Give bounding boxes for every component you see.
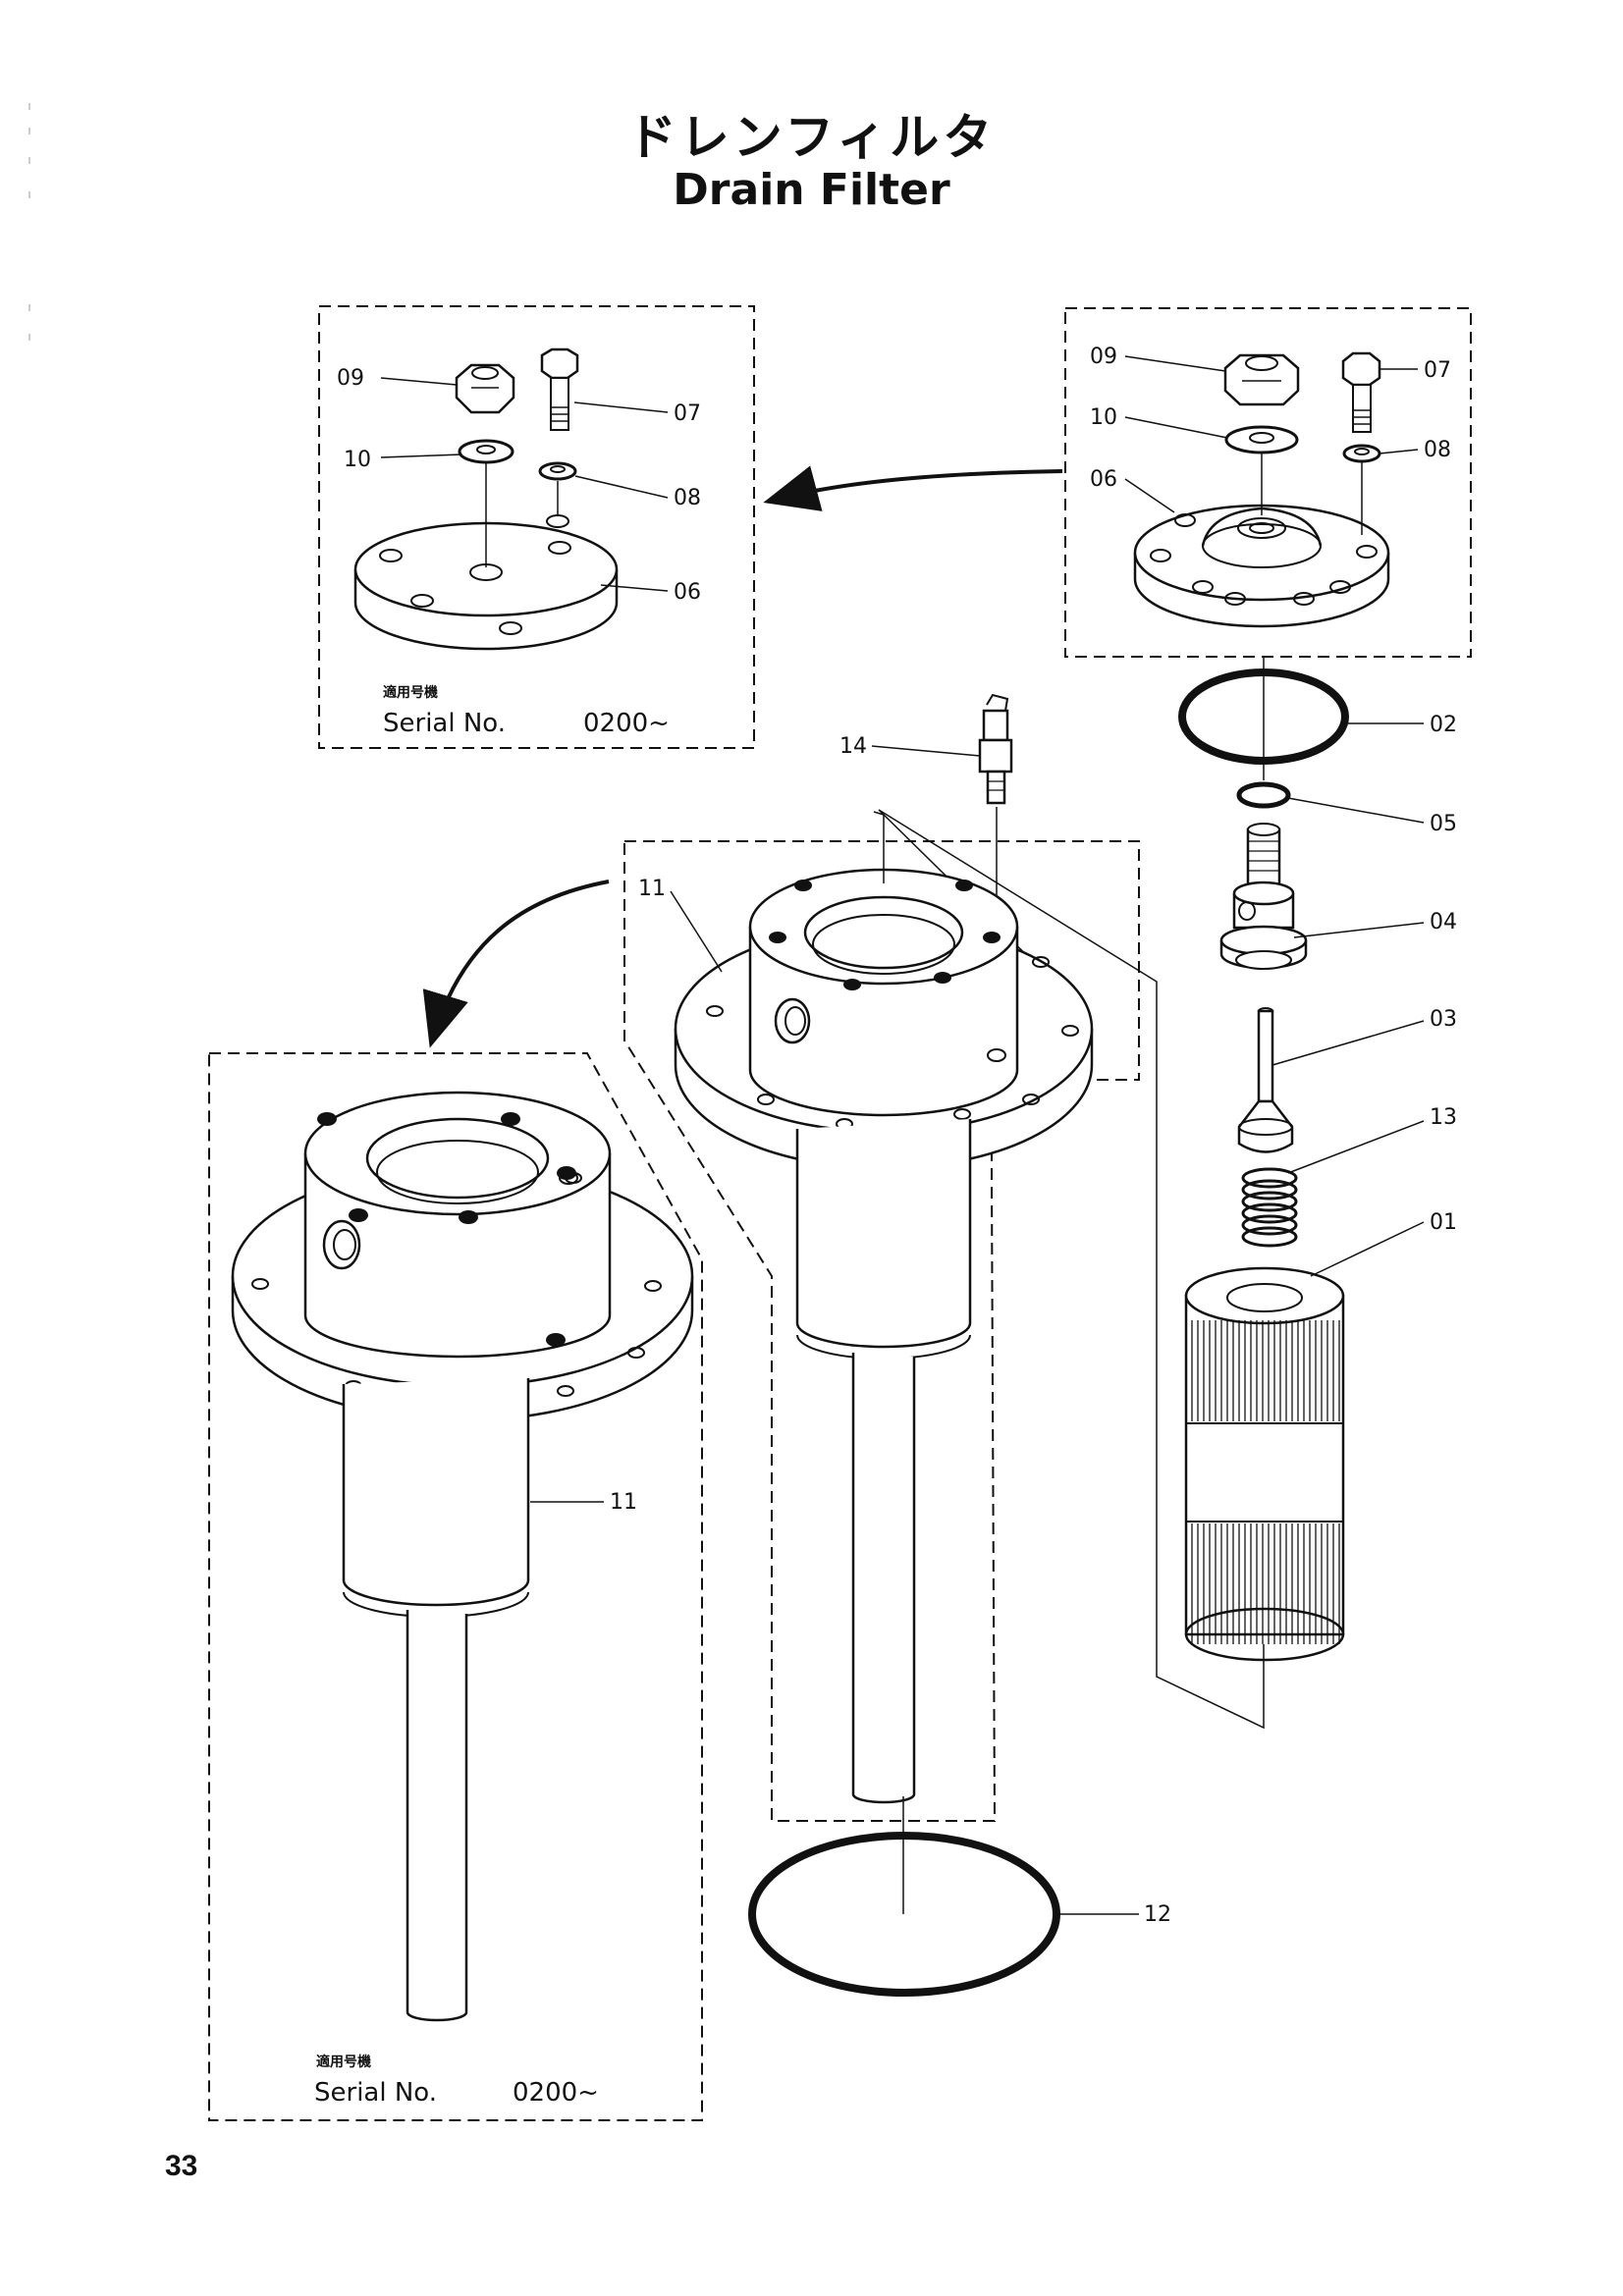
callout-01: 01: [1430, 1210, 1457, 1235]
part-06-cover-plate: [1133, 504, 1390, 628]
part-11-housing: [674, 868, 1094, 1804]
part-07-inset-bolt: [540, 347, 579, 431]
part-13-spring: [1241, 1167, 1298, 1248]
page-title-english: Drain Filter: [673, 165, 950, 215]
callout-08: 08: [1424, 438, 1451, 462]
part-12-housing-o-ring: [748, 1832, 1060, 1997]
inset-box-top-left: 09 10 07 08 06 適用号機 Serial No. 0200~: [318, 305, 755, 749]
callout-06-inset: 06: [674, 580, 701, 605]
serial-note-label-2: 適用号機: [316, 2054, 371, 2070]
serial-range-1: 0200~: [583, 709, 670, 738]
callout-14: 14: [839, 734, 867, 759]
callout-10: 10: [1090, 405, 1117, 430]
serial-note-label-1: 適用号機: [383, 684, 438, 701]
part-10-washer: [1224, 425, 1299, 454]
part-04-valve-body: [1219, 823, 1308, 970]
arrow-to-top-inset: [763, 465, 1063, 511]
callout-06: 06: [1090, 467, 1117, 492]
filter-pleats-top: [1191, 1320, 1340, 1421]
callout-11-inset: 11: [610, 1490, 637, 1515]
serial-number-label-1: Serial No.: [383, 709, 506, 738]
callout-07: 07: [1424, 358, 1451, 383]
assembly-box-center: [623, 840, 1140, 1822]
part-08-inset-lock-washer: [538, 461, 577, 481]
part-14-breather-fitting: [978, 693, 1013, 805]
callout-02: 02: [1430, 713, 1457, 737]
part-07-bolt: [1341, 351, 1381, 433]
part-06-inset-cover-plate: [353, 521, 619, 651]
page-number: 33: [165, 2150, 198, 2182]
part-10-inset-washer: [458, 439, 514, 464]
callout-07-inset: 07: [674, 401, 701, 426]
arrow-to-bottom-inset: [422, 880, 610, 1048]
callout-05: 05: [1430, 812, 1457, 836]
part-03-poppet: [1237, 1007, 1294, 1153]
assembly-box-top-right: 09 10 07 08 06: [1064, 307, 1472, 658]
callout-10-inset: 10: [344, 448, 371, 472]
callout-11: 11: [638, 877, 666, 901]
callout-08-inset: 08: [674, 486, 701, 510]
filter-pleats-bottom: [1191, 1523, 1340, 1644]
callout-09: 09: [1090, 345, 1117, 369]
part-05-small-o-ring: [1236, 781, 1291, 809]
part-08-lock-washer: [1342, 444, 1381, 463]
serial-number-label-2: Serial No.: [314, 2078, 437, 2108]
callout-12: 12: [1144, 1902, 1171, 1927]
serial-range-2: 0200~: [513, 2078, 599, 2108]
page-title-japanese: ドレンフィルタ: [626, 109, 997, 166]
callout-03: 03: [1430, 1007, 1457, 1032]
part-11-inset-housing: [231, 1091, 694, 2022]
part-01-filter-element: [1184, 1266, 1345, 1662]
callout-09-inset: 09: [337, 366, 364, 391]
callout-04: 04: [1430, 910, 1457, 934]
part-09-inset-nut: [455, 363, 515, 414]
part-02-large-o-ring: [1178, 668, 1349, 765]
callout-13: 13: [1430, 1105, 1457, 1130]
part-09-nut: [1223, 353, 1300, 406]
inset-box-bottom-left: 11 適用号機 Serial No. 0200~: [208, 1052, 703, 2121]
